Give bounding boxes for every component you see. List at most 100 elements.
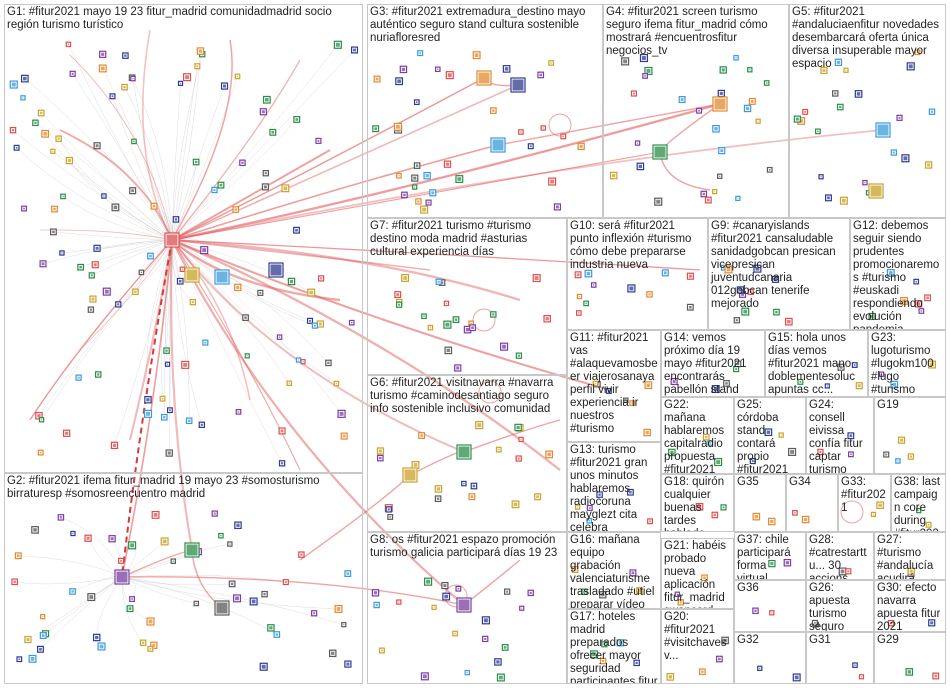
node-fill (854, 664, 856, 666)
node-fill (484, 637, 487, 640)
node-fill (579, 144, 583, 148)
group-label-g21: G21: habéis probado nueva aplicación fit… (664, 540, 727, 608)
node-fill (343, 624, 345, 626)
node-fill (100, 66, 105, 71)
group-box-g37: G37: chile participará forma virtual... (734, 532, 806, 580)
edge (131, 77, 173, 241)
edge (61, 239, 173, 254)
node-fill (397, 79, 401, 84)
node-fill (785, 561, 790, 565)
group-box-g7: G7: #fitur2021 turismo #turismo destino … (367, 218, 567, 375)
edge (132, 78, 173, 241)
node-fill (152, 643, 156, 647)
group-box-g5: G5: #fitur2021 #andaluciaenfitur novedad… (789, 4, 946, 218)
node-fill (429, 326, 432, 329)
node-fill (373, 591, 378, 595)
node-fill (71, 72, 74, 75)
node-fill (920, 310, 923, 312)
node-fill (261, 110, 265, 114)
edge (171, 59, 301, 241)
node-fill (336, 607, 341, 611)
group-box-g8: G8: os #fitur2021 espazo promoción turis… (367, 532, 567, 684)
node-fill (415, 164, 419, 167)
node-fill (425, 174, 429, 178)
node-fill (466, 672, 468, 674)
node-fill (470, 495, 474, 499)
node-fill (927, 523, 930, 526)
node-fill (167, 451, 171, 455)
edge (44, 133, 173, 241)
group-label-g14: G14: vemos próximo día 19 mayo #fitur202… (664, 332, 747, 396)
node-fill (40, 419, 43, 421)
node-fill (512, 79, 524, 91)
node-fill (638, 589, 641, 592)
group-box-g22: G22: mañana hablaremos capitalradio prop… (661, 397, 734, 474)
node-fill (446, 348, 451, 353)
node-fill (30, 656, 35, 661)
node-fill (230, 582, 234, 586)
group-box-g12: G12: debemos seguir siendo prudentes pro… (850, 218, 946, 330)
node-fill (670, 450, 674, 455)
node-fill (131, 598, 133, 600)
node-fill (128, 607, 132, 611)
edge (171, 149, 331, 241)
node-fill (309, 319, 311, 322)
group-box-g28: G28: #catrestarttu... 30 accions... (806, 532, 874, 580)
node-fill (598, 493, 601, 496)
node-fill (463, 482, 465, 485)
node-fill (516, 425, 520, 430)
node-fill (395, 124, 400, 129)
node-fill (478, 72, 490, 84)
node-fill (403, 276, 407, 280)
node-fill (593, 284, 595, 286)
node-fill (492, 109, 495, 112)
node-fill (483, 618, 488, 623)
node-fill (26, 638, 30, 642)
self-loop (478, 380, 502, 404)
edge (171, 151, 661, 241)
node-fill (22, 97, 24, 99)
node-fill (603, 643, 606, 646)
node-fill (297, 359, 300, 361)
node-fill (878, 503, 882, 507)
node-fill (555, 205, 559, 209)
edge (171, 39, 233, 241)
node-fill (263, 593, 266, 596)
edge (168, 239, 173, 411)
node-fill (342, 434, 346, 438)
node-fill (141, 641, 145, 644)
edge (27, 576, 123, 640)
group-label-g16: G16: mañana equipo grabación valenciatur… (570, 534, 655, 609)
node-fill (90, 274, 93, 277)
node-fill (583, 590, 586, 593)
node-fill (631, 402, 633, 404)
node-fill (892, 382, 897, 387)
node-fill (689, 305, 692, 309)
node-fill (237, 411, 240, 413)
node-fill (880, 373, 883, 375)
node-fill (930, 362, 934, 367)
group-label-g5: G5: #fitur2021 #andaluciaenfitur novedad… (792, 6, 943, 70)
node-fill (124, 54, 127, 57)
edge (171, 239, 329, 364)
group-box-g27: G27: #turismo #andalucía acudirá... (874, 532, 946, 580)
node-fill (578, 312, 580, 314)
edge (170, 239, 194, 551)
group-box-g24: G24: consell eivissa confía fitur captar… (806, 397, 874, 474)
node-fill (220, 535, 222, 537)
node-fill (283, 186, 288, 191)
group-box-g3: G3: #fitur2021 extremadura_destino mayo … (367, 4, 603, 218)
node-fill (697, 505, 702, 509)
node-fill (152, 204, 156, 208)
node-fill (676, 593, 678, 595)
node-fill (149, 647, 152, 650)
node-fill (295, 228, 298, 232)
node-fill (398, 175, 400, 177)
node-fill (900, 438, 904, 442)
group-box-g33: G33: #fitur2021 (838, 474, 891, 532)
node-fill (353, 48, 356, 52)
group-box-g29: G29 (874, 632, 946, 684)
node-fill (745, 106, 750, 111)
node-fill (578, 295, 581, 298)
node-fill (822, 68, 826, 72)
